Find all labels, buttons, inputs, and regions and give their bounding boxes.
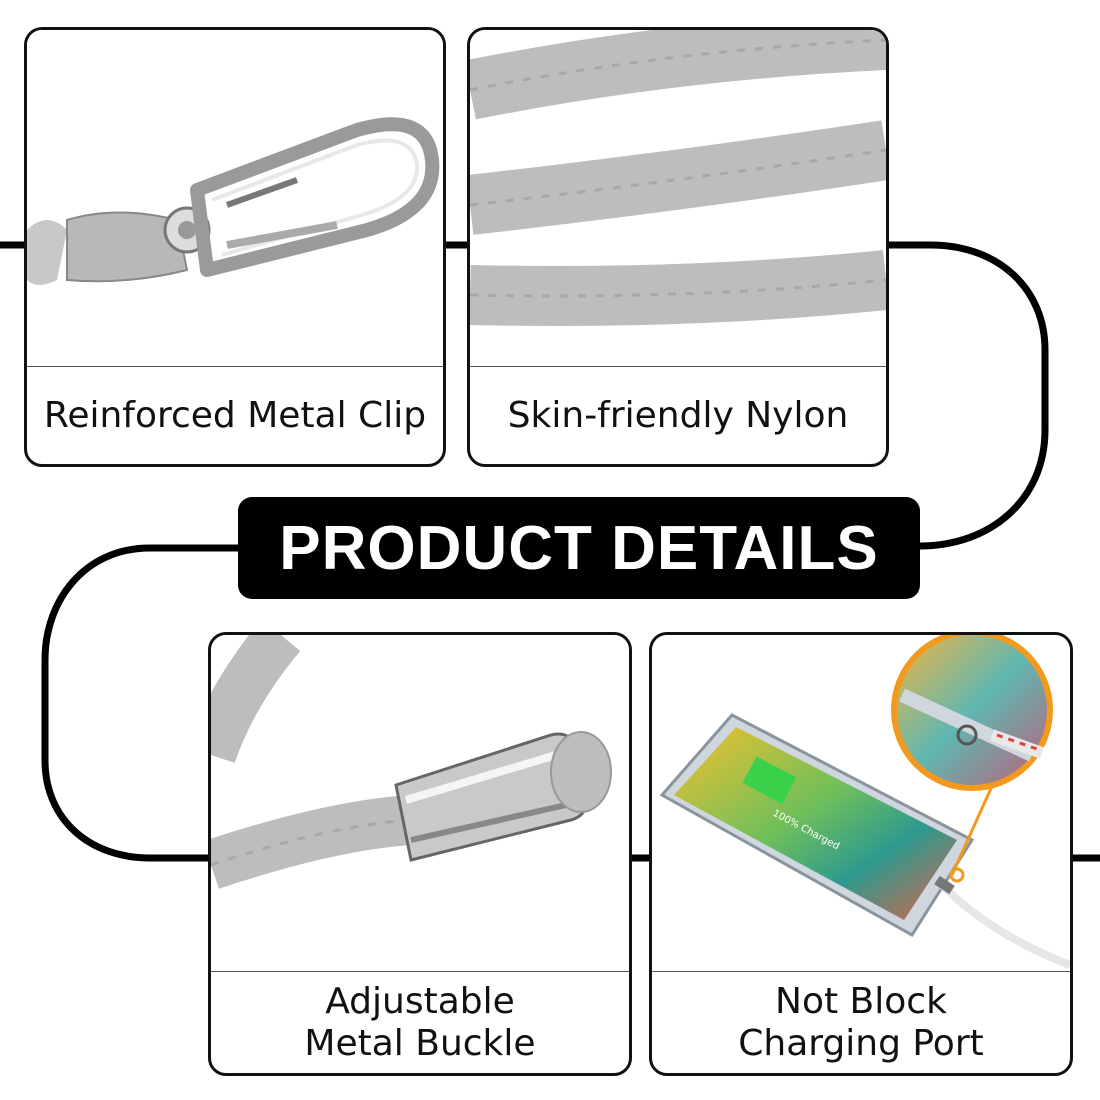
metal-clip-icon	[27, 30, 443, 366]
card-divider	[470, 366, 886, 367]
feature-card-metal-clip: Reinforced Metal Clip	[24, 27, 446, 467]
feature-caption: Adjustable Metal Buckle	[304, 980, 536, 1064]
banner-title: PRODUCT DETAILS	[279, 513, 879, 583]
product-details-banner: PRODUCT DETAILS	[238, 497, 920, 599]
nylon-rope-icon	[470, 30, 886, 366]
card-divider	[27, 366, 443, 367]
feature-card-metal-buckle: Adjustable Metal Buckle	[208, 632, 632, 1076]
feature-card-nylon: Skin-friendly Nylon	[467, 27, 889, 467]
feature-caption: Not Block Charging Port	[738, 980, 984, 1064]
feature-card-charging-port: 100% Charged Not Block Charging Port	[649, 632, 1073, 1076]
metal-buckle-icon	[211, 635, 629, 971]
feature-caption: Skin-friendly Nylon	[507, 394, 849, 436]
phone-charging-icon: 100% Charged	[652, 635, 1070, 971]
card-divider	[652, 971, 1070, 972]
feature-caption: Reinforced Metal Clip	[43, 394, 427, 436]
card-divider	[211, 971, 629, 972]
